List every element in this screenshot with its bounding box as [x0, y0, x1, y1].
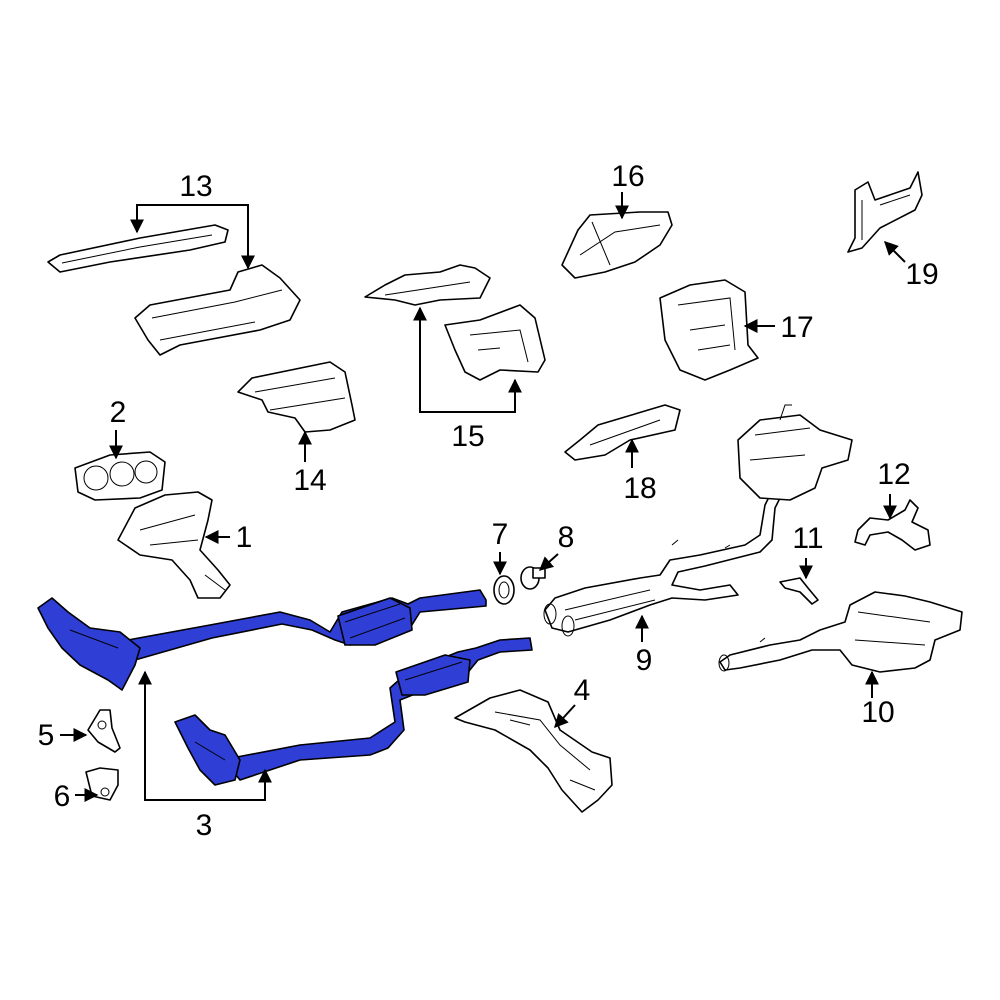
callout-5: 5	[38, 719, 55, 752]
support-bracket-4[interactable]	[454, 689, 613, 813]
heat-shield-15b[interactable]	[444, 304, 546, 381]
rear-muffler-10[interactable]	[718, 591, 963, 673]
callout-16: 16	[611, 160, 644, 193]
leader-3b	[204, 768, 272, 801]
callout-18: 18	[623, 472, 656, 505]
callout-9: 9	[636, 644, 653, 677]
callout-17: 17	[780, 311, 813, 344]
heat-shield-15a[interactable]	[364, 264, 491, 306]
leader-15a	[413, 306, 468, 413]
heat-shield-14[interactable]	[237, 361, 356, 433]
callout-11: 11	[792, 522, 823, 555]
heat-shield-upper-b[interactable]	[134, 264, 301, 356]
manifold-gasket[interactable]	[74, 451, 166, 501]
callout-3: 3	[196, 809, 213, 842]
callout-19: 19	[905, 258, 938, 291]
callout-14: 14	[293, 464, 326, 497]
clamp-8[interactable]	[520, 566, 546, 590]
cat-lower-converter	[395, 654, 471, 696]
callout-2: 2	[110, 396, 127, 429]
hanger-11[interactable]	[779, 577, 819, 605]
seal-ring-7[interactable]	[493, 575, 515, 605]
leader-13	[130, 204, 196, 234]
callout-4: 4	[574, 674, 591, 707]
cat-upper-converter	[337, 597, 413, 646]
heat-shield-17[interactable]	[659, 279, 759, 381]
callout-12: 12	[877, 458, 910, 491]
muffler-upper[interactable]	[737, 404, 853, 501]
callout-8: 8	[558, 521, 575, 554]
callout-1: 1	[236, 521, 253, 554]
callout-10: 10	[861, 696, 894, 729]
leader-15b	[468, 378, 522, 413]
hanger-bracket-12[interactable]	[854, 499, 931, 551]
leader-3a	[138, 670, 204, 801]
heat-shield-16[interactable]	[561, 211, 673, 279]
callout-15: 15	[451, 420, 484, 453]
heat-shield-19[interactable]	[847, 171, 923, 253]
heat-shield-upper-a[interactable]	[47, 224, 229, 273]
leader-13b	[196, 204, 255, 270]
leader-19	[884, 241, 906, 263]
intermediate-pipe-9[interactable]	[543, 484, 786, 637]
cat-upper-front	[37, 597, 141, 691]
callout-7: 7	[492, 518, 509, 551]
callout-13: 13	[179, 170, 212, 203]
exhaust-manifold[interactable]	[117, 491, 231, 599]
leader-8	[538, 553, 559, 571]
bracket-5[interactable]	[87, 709, 121, 753]
callout-6: 6	[54, 780, 71, 813]
heat-shield-18[interactable]	[564, 404, 681, 461]
catalytic-converter-assembly[interactable]	[37, 589, 533, 786]
cat-upper-pipe	[127, 589, 487, 661]
leader-4	[554, 704, 576, 729]
